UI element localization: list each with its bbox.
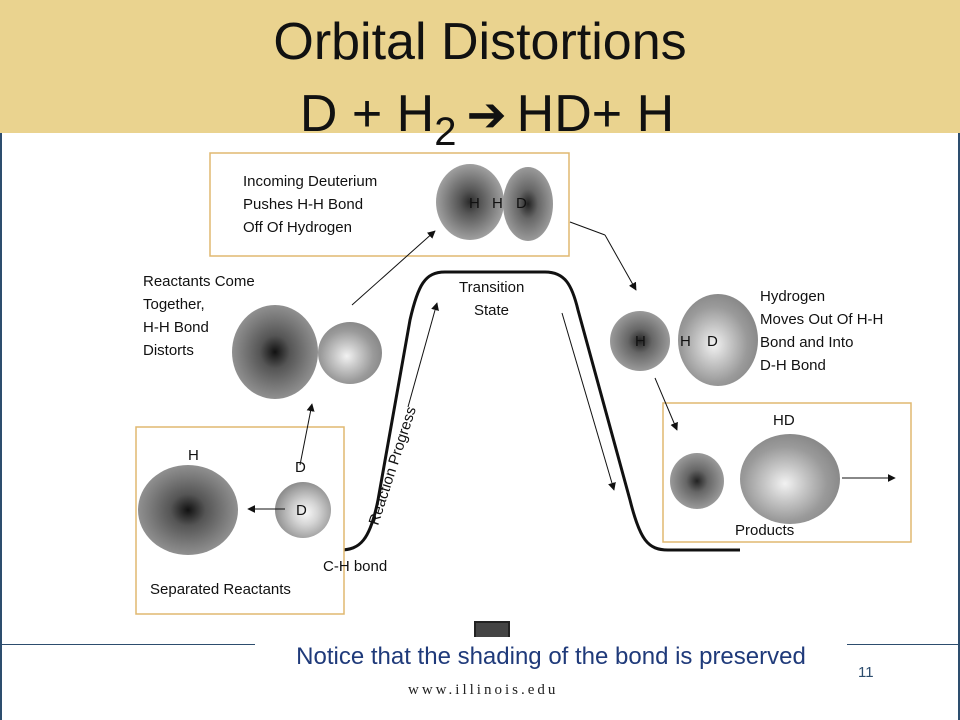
together-line-3: H-H Bond xyxy=(143,319,209,336)
footnote: Notice that the shading of the bond is p… xyxy=(255,637,847,677)
top-d-orbital xyxy=(503,167,553,241)
frame-right-border xyxy=(958,133,960,720)
footer-url: www.illinois.edu xyxy=(408,682,559,698)
frame-left-border xyxy=(0,133,2,720)
products-hd-label: HD xyxy=(773,412,795,429)
equation-reactants: D + H xyxy=(299,85,435,143)
transition-line-2: State xyxy=(474,302,509,319)
arrow-right-to-products xyxy=(654,377,678,431)
top-atom-h2: H xyxy=(492,195,503,212)
products-h-orbital xyxy=(670,453,724,509)
hydrogen-line-1: Hydrogen xyxy=(760,288,825,305)
reaction-equation: D + H2➔HD+ H xyxy=(7,85,960,152)
together-line-2: Together, xyxy=(143,296,205,313)
top-atom-d: D xyxy=(516,195,527,212)
top-hh-orbital xyxy=(436,164,504,240)
reaction-arrow-icon: ➔ xyxy=(466,89,507,142)
top-atom-h1: H xyxy=(469,195,480,212)
slide-title: Orbital Distortions xyxy=(273,13,687,71)
together-d-orbital xyxy=(318,322,382,384)
separated-d-inner: D xyxy=(296,502,307,519)
separated-h2-orbital xyxy=(138,465,238,555)
arrow-progress-up xyxy=(407,302,439,408)
separated-caption: Separated Reactants xyxy=(150,581,291,598)
top-step-line-1: Incoming Deuterium xyxy=(243,173,377,190)
ch-bond-label: C-H bond xyxy=(323,558,387,575)
products-hd-orbital xyxy=(740,434,840,524)
top-step-line-2: Pushes H-H Bond xyxy=(243,196,363,213)
equation-subscript: 2 xyxy=(434,110,457,154)
together-line-1: Reactants Come xyxy=(143,273,255,290)
hydrogen-line-4: D-H Bond xyxy=(760,357,826,374)
arrow-top-to-right-2 xyxy=(604,234,637,291)
hydrogen-line-3: Bond and Into xyxy=(760,334,853,351)
separated-h-label: H xyxy=(188,447,199,464)
page-number: 11 xyxy=(858,664,874,681)
arrow-together-to-top xyxy=(351,230,436,306)
separated-d-label: D xyxy=(295,459,306,476)
together-line-4: Distorts xyxy=(143,342,194,359)
right-atom-d: D xyxy=(707,333,718,350)
right-atom-h2: H xyxy=(680,333,691,350)
top-step-line-3: Off Of Hydrogen xyxy=(243,219,352,236)
separated-d-orbital xyxy=(275,482,331,538)
arrow-progress-down xyxy=(561,312,616,491)
energy-profile-curve xyxy=(255,270,740,552)
title-banner: Orbital Distortions D + H2➔HD+ H xyxy=(0,0,960,152)
transition-line-1: Transition xyxy=(459,279,524,296)
right-hd-orbital xyxy=(678,294,758,386)
right-h-orbital xyxy=(610,311,670,371)
products-caption: Products xyxy=(735,522,794,539)
arrow-top-to-right xyxy=(569,221,606,236)
together-h2-orbital xyxy=(232,305,318,399)
equation-products: HD+ H xyxy=(516,85,675,143)
right-atom-h1: H xyxy=(635,333,646,350)
arrow-separated-up xyxy=(299,403,315,466)
hydrogen-line-2: Moves Out Of H-H xyxy=(760,311,883,328)
